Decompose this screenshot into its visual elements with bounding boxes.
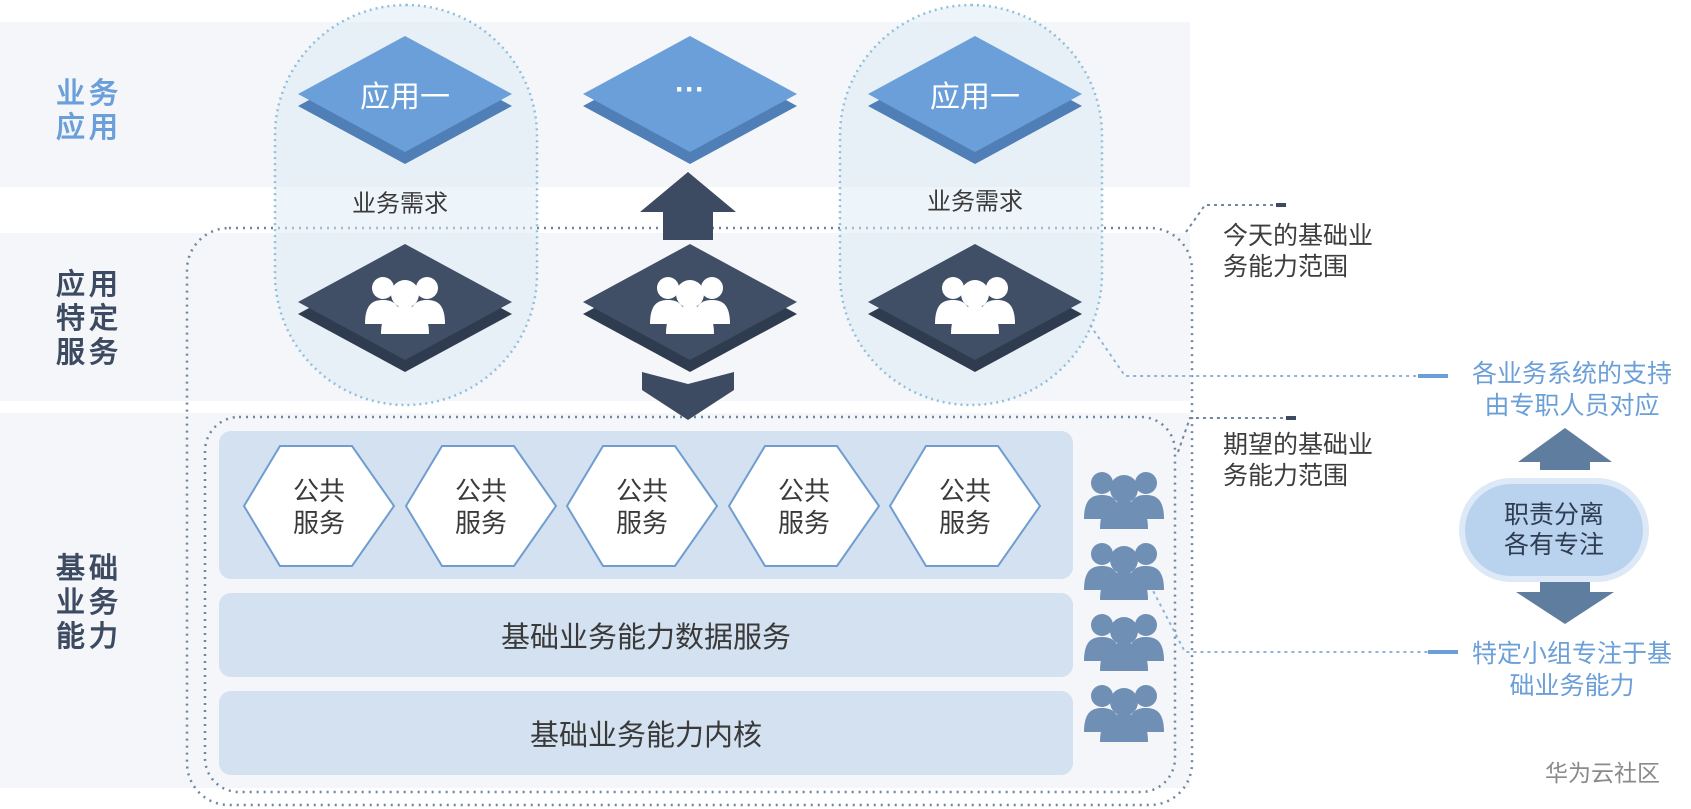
service-tile-2	[583, 244, 797, 372]
public-service-hex-2	[404, 445, 558, 567]
connector-dedicated-support-tab	[1418, 374, 1448, 378]
up-arrow	[640, 172, 736, 240]
layer-label-foundation: 基础 业务 能力	[56, 553, 123, 653]
connector-expected-scope	[1177, 417, 1294, 453]
public-service-label-3: 公共 服务	[615, 476, 669, 538]
separation-label: 职责分离 各有专注	[1503, 501, 1604, 559]
today-scope-note: 今天的基础业 务能力范围	[1223, 222, 1374, 281]
connector-expected-scope-tab	[1286, 416, 1296, 420]
demand-label-3: 业务需求	[927, 188, 1023, 216]
separation-pill: 职责分离 各有专注	[1465, 484, 1643, 576]
public-service-label-5: 公共 服务	[938, 476, 992, 538]
right-up-arrow	[1518, 428, 1612, 470]
layer-label-app-services: 应用 特定 服务	[56, 269, 123, 369]
app-label-2: ···	[675, 73, 705, 106]
connector-today-scope	[1185, 204, 1284, 233]
app-label-3: 应用一	[930, 81, 1020, 114]
down-arrow	[642, 372, 734, 420]
app-tile-1	[298, 36, 512, 164]
connector-team-focus-tab	[1428, 650, 1458, 654]
public-service-label-1: 公共 服务	[292, 476, 346, 538]
connector-today-scope-tab	[1276, 203, 1286, 207]
kernel-label: 基础业务能力内核	[529, 720, 762, 752]
today-scope-outline	[185, 226, 1194, 807]
right-down-arrow	[1516, 580, 1614, 624]
public-service-hex-5	[888, 445, 1042, 567]
data-service-label: 基础业务能力数据服务	[500, 622, 791, 654]
app-label-1: 应用一	[360, 81, 450, 114]
demand-label-1: 业务需求	[352, 190, 448, 218]
public-service-label-4: 公共 服务	[777, 476, 831, 538]
public-service-hex-1	[242, 445, 396, 567]
service-tile-1	[298, 244, 512, 372]
layer-label-business-apps: 业务 应用	[56, 78, 123, 144]
service-tile-3	[868, 244, 1082, 372]
expected-scope-note: 期望的基础业 务能力范围	[1223, 431, 1374, 490]
connector-team-focus	[1149, 584, 1430, 653]
dedicated-support-note: 各业务系统的支持 由专职人员对应	[1471, 360, 1672, 420]
team-focus-note: 特定小组专注于基 础业务能力	[1471, 640, 1672, 700]
public-service-hex-4	[727, 445, 881, 567]
public-service-label-2: 公共 服务	[454, 476, 508, 538]
watermark: 华为云社区	[1545, 760, 1660, 786]
app-tile-2	[583, 36, 797, 164]
public-service-hex-3	[565, 445, 719, 567]
data-service-panel: 基础业务能力数据服务	[219, 593, 1073, 677]
app-tile-3	[868, 36, 1082, 164]
kernel-panel: 基础业务能力内核	[219, 691, 1073, 775]
